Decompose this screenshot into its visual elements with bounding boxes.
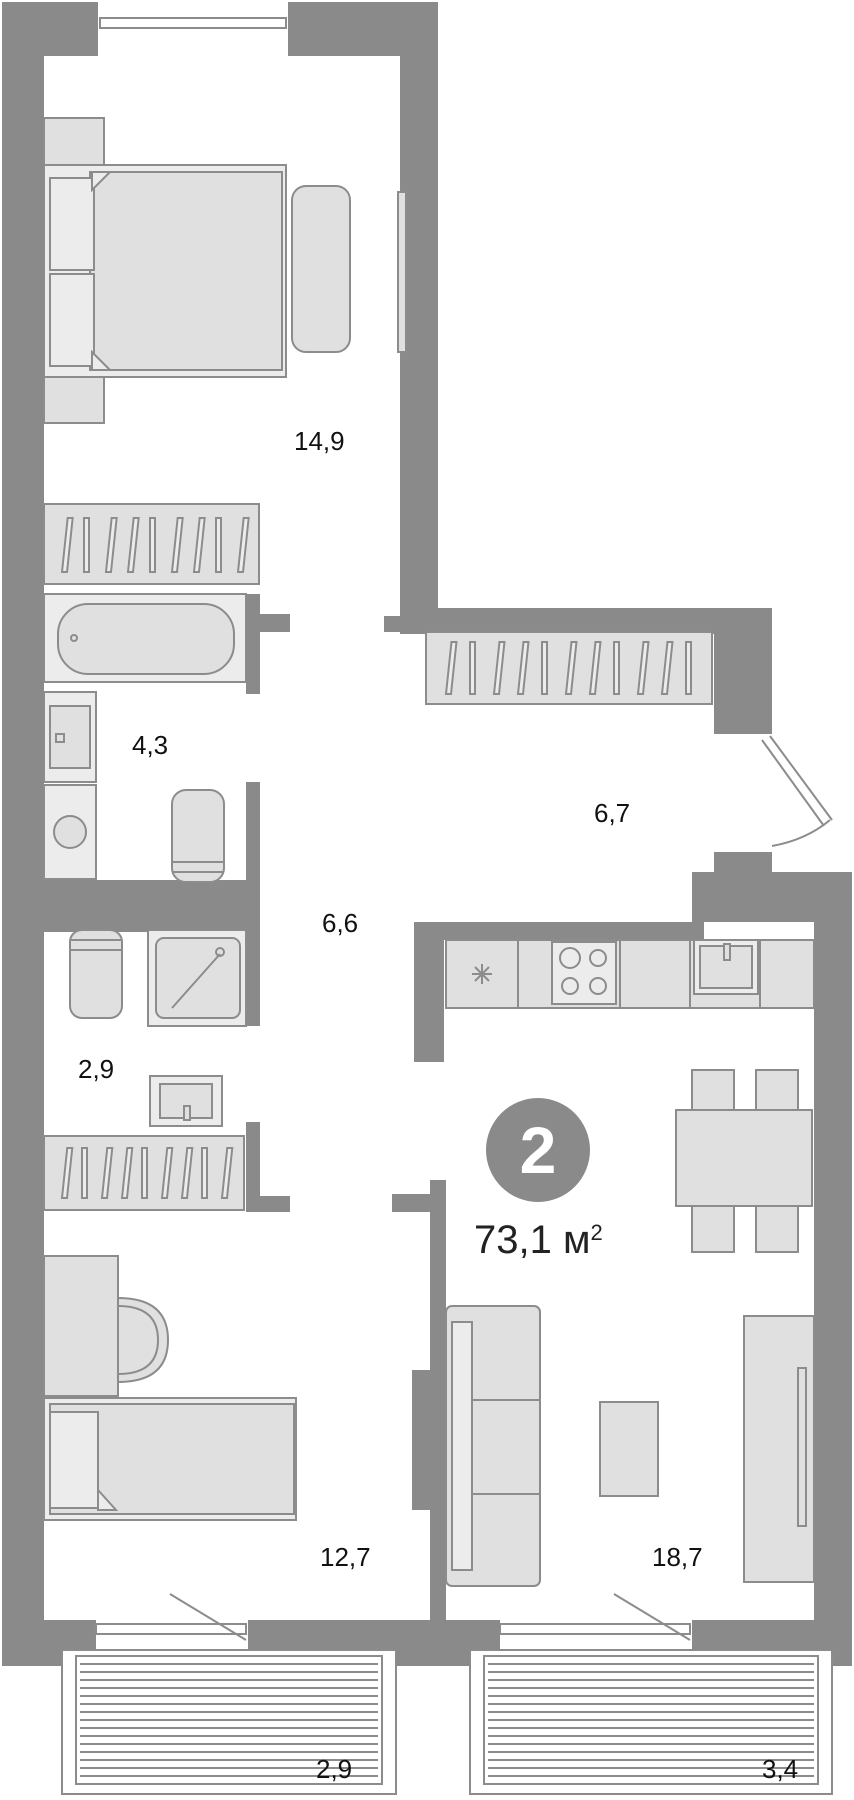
hanger (220, 1147, 234, 1199)
wardrobe-hangers (60, 517, 250, 573)
hanger (126, 517, 140, 573)
balcony-right (469, 1649, 833, 1795)
hanger (104, 517, 118, 573)
dining-table (675, 1069, 813, 1253)
total-area-unit-power: 2 (590, 1220, 603, 1245)
total-area-value: 73,1 (474, 1218, 552, 1262)
area-bathroom: 4,3 (132, 730, 169, 760)
hanger (201, 1147, 208, 1199)
hanger (60, 1147, 74, 1199)
balcony-door-left (169, 1593, 247, 1641)
wardrobe-entry (425, 631, 713, 705)
balcony-left-slats (80, 1663, 378, 1777)
hanger (141, 1147, 148, 1199)
area-bedroom-2: 12,7 (320, 1542, 371, 1572)
hanger (613, 641, 620, 695)
hanger (60, 517, 74, 573)
shower-cabin (147, 929, 247, 1027)
total-area: 73,1 м2 (474, 1218, 603, 1263)
washing-machine (43, 784, 97, 880)
hanger (83, 517, 90, 573)
hanger (180, 1147, 194, 1199)
walls (2, 2, 852, 1666)
hanger (170, 517, 184, 573)
washbasin (43, 691, 97, 783)
hanger (444, 641, 458, 695)
fridge-icon (472, 964, 492, 984)
area-entry-hall: 6,7 (594, 798, 631, 828)
total-area-unit: м (562, 1218, 591, 1262)
toilet-bathroom (171, 789, 225, 883)
double-bed (43, 117, 287, 424)
hanger (215, 517, 222, 573)
hanger (588, 641, 602, 695)
sofa (445, 1305, 541, 1587)
hanger (492, 641, 506, 695)
door-bedroom-1 (397, 191, 407, 353)
entrance-door (761, 735, 833, 847)
balcony-left (61, 1649, 397, 1795)
wardrobe-bedroom-1 (43, 503, 260, 585)
toilet-shower-room (69, 929, 123, 1019)
tv-stand (743, 1315, 815, 1583)
hanger (120, 1147, 134, 1199)
balcony-door-right (613, 1593, 691, 1641)
hanger (660, 641, 674, 695)
hanger (685, 641, 692, 695)
balcony-right-slats (488, 1663, 814, 1777)
wardrobe-bedroom-2 (43, 1135, 245, 1211)
wardrobe-hangers (60, 1147, 234, 1199)
hanger (81, 1147, 88, 1199)
armchair (291, 185, 351, 353)
single-bed (43, 1397, 297, 1521)
hanger (149, 517, 156, 573)
hanger (541, 641, 548, 695)
bathtub (43, 593, 247, 683)
hanger (100, 1147, 114, 1199)
kitchen-sink (693, 939, 759, 995)
area-living-kitchen: 18,7 (652, 1542, 703, 1572)
windows (95, 17, 691, 1635)
wardrobe-hangers (444, 641, 692, 695)
coffee-table (599, 1401, 659, 1497)
hanger (564, 641, 578, 695)
shower-room-sink (149, 1075, 223, 1127)
desk-bedroom-2 (43, 1255, 170, 1397)
hanger (636, 641, 650, 695)
cooktop (551, 941, 617, 1005)
area-balcony-left: 2,9 (316, 1754, 353, 1784)
area-bedroom-1: 14,9 (294, 426, 345, 456)
hanger (236, 517, 250, 573)
hanger (192, 517, 206, 573)
hanger (516, 641, 530, 695)
hanger (469, 641, 476, 695)
area-balcony-right: 3,4 (762, 1754, 799, 1784)
hanger (160, 1147, 174, 1199)
area-shower-room: 2,9 (78, 1054, 115, 1084)
area-corridor: 6,6 (322, 908, 359, 938)
rooms-count-badge: 2 (486, 1098, 590, 1202)
